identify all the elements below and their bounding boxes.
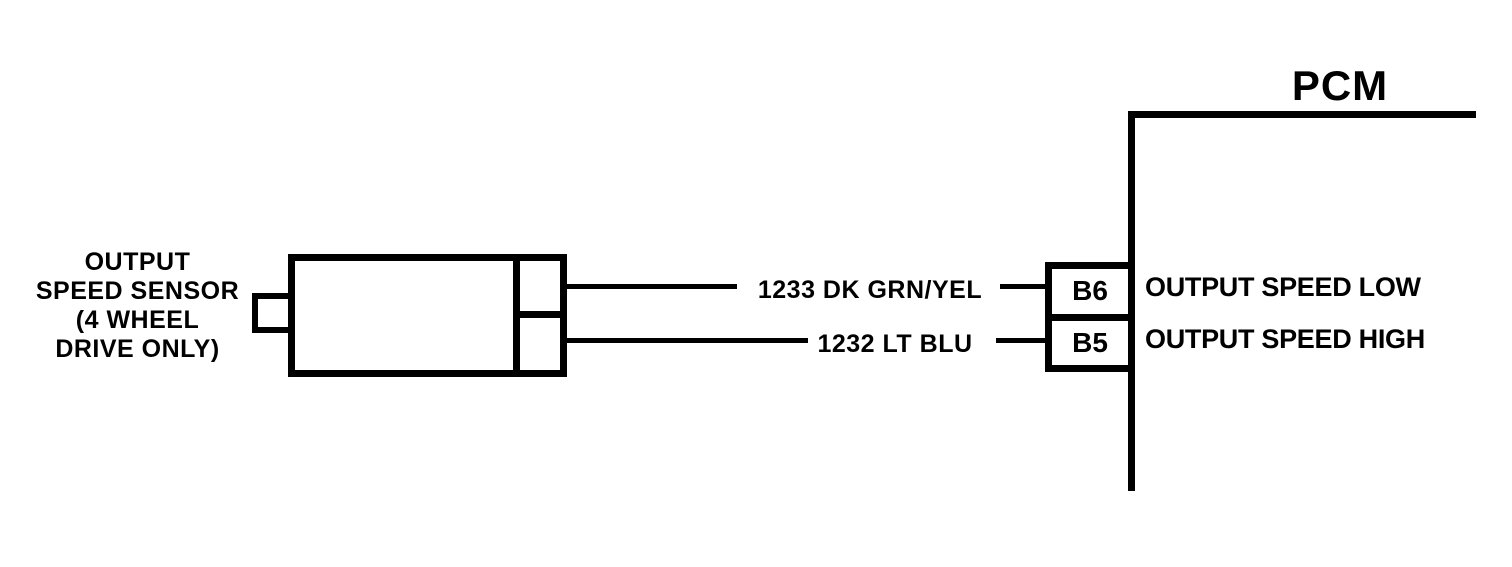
sensor-caption-line-2: SPEED SENSOR [35,277,240,305]
wire-b6-label: 1233 DK GRN/YEL [757,276,983,304]
sensor-caption: OUTPUT SPEED SENSOR (4 WHEEL DRIVE ONLY) [30,248,245,364]
wire-b6-segment-left [564,284,737,289]
wire-b5-segment-right [996,338,1046,343]
wire-b5-segment-left [564,338,808,343]
signal-label-output-speed-high: OUTPUT SPEED HIGH [1145,324,1425,354]
sensor-terminal-divider-horizontal [513,311,567,318]
sensor-caption-line-3: (4 WHEEL [75,306,200,334]
pcm-title: PCM [1291,62,1389,109]
wire-b5-label: 1232 LT BLU [817,330,973,358]
sensor-connector-nub [252,293,294,333]
sensor-caption-line-4: DRIVE ONLY) [55,335,220,363]
pin-b6: B6 [1072,275,1108,307]
wire-b6-segment-right [1000,284,1046,289]
pcm-boundary-horizontal-line [1128,111,1476,118]
pcm-connector-block: B6 B5 [1045,262,1135,372]
sensor-caption-line-1: OUTPUT [84,248,191,276]
pin-b5: B5 [1072,326,1108,358]
pin-divider [1052,313,1128,321]
signal-label-output-speed-low: OUTPUT SPEED LOW [1145,272,1421,302]
